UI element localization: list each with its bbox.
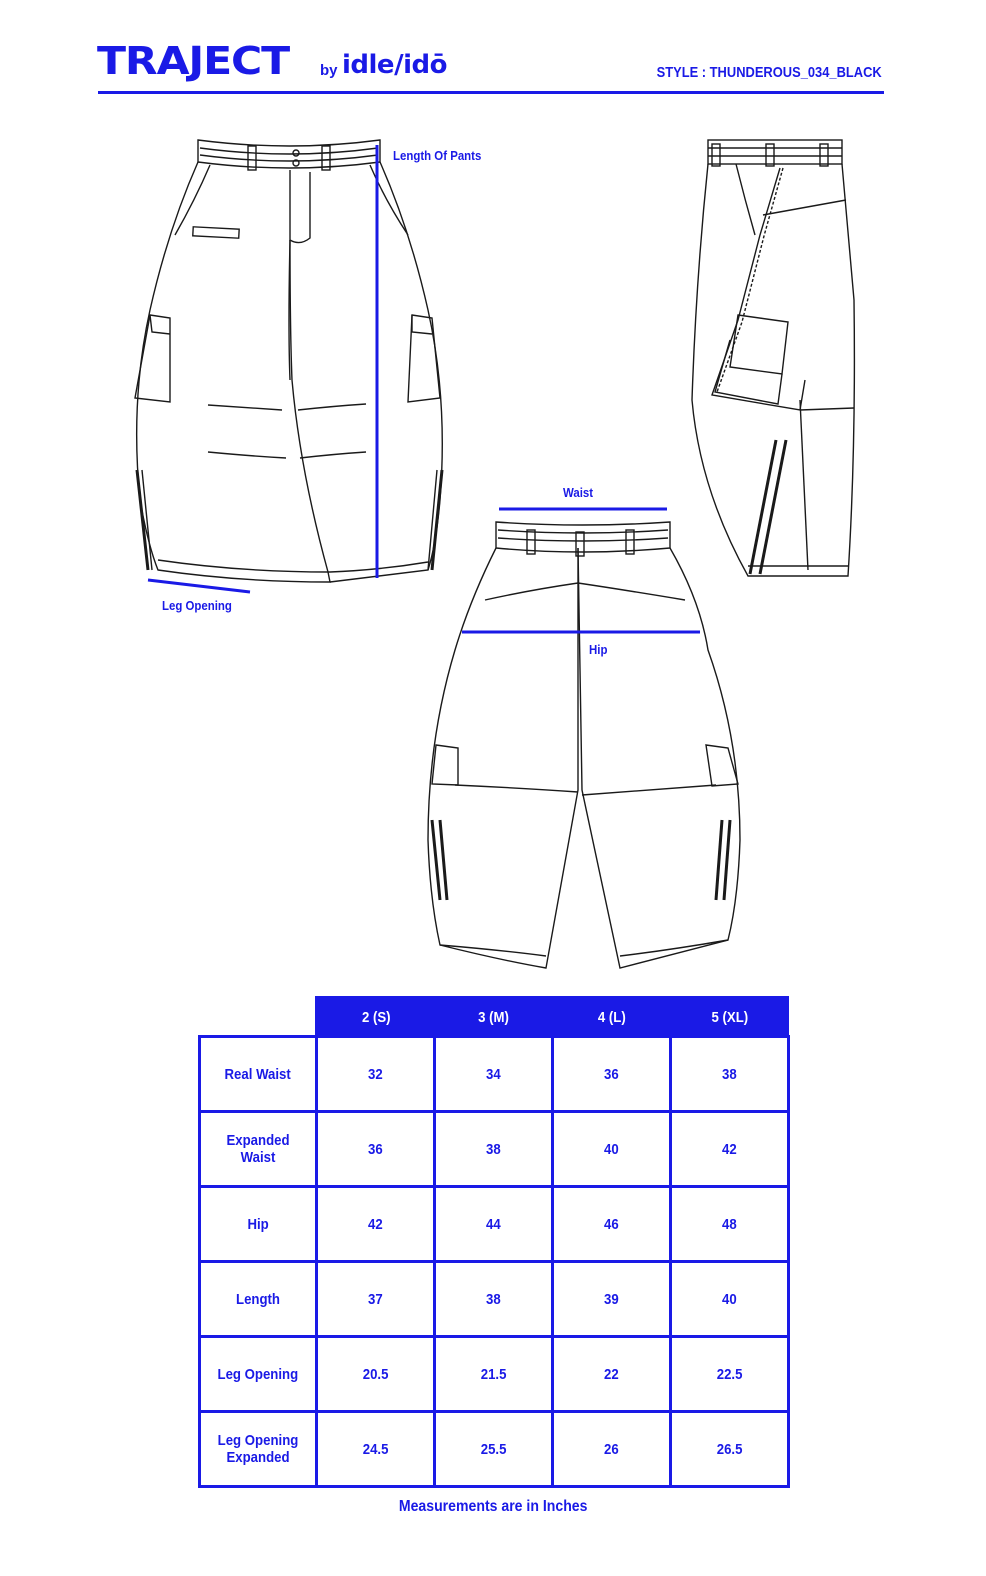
size-header-label: 4 (L) — [597, 1008, 626, 1026]
value-cell: 38 — [433, 1110, 554, 1188]
brand-by: by — [320, 62, 338, 79]
row-label: Real Waist — [224, 1065, 292, 1083]
measurement-note-text: Measurements are in Inches — [398, 1498, 588, 1515]
value-cell: 34 — [433, 1035, 554, 1113]
value-cell: 40 — [551, 1110, 672, 1188]
value-cell: 42 — [315, 1185, 436, 1263]
size-header-label: 5 (XL) — [711, 1008, 748, 1026]
value-cell: 22 — [551, 1335, 672, 1413]
style-label: STYLE : THUNDEROUS_034_BLACK — [656, 64, 882, 81]
value-cell: 46 — [551, 1185, 672, 1263]
value-text: 36 — [604, 1065, 619, 1083]
table-row: Length 37 38 39 40 — [198, 1260, 790, 1338]
value-text: 38 — [486, 1290, 501, 1308]
value-text: 20.5 — [362, 1365, 389, 1383]
value-text: 38 — [486, 1140, 501, 1158]
value-cell: 36 — [315, 1110, 436, 1188]
row-label-cell: Expanded Waist — [198, 1110, 318, 1188]
value-text: 34 — [486, 1065, 501, 1083]
value-cell: 20.5 — [315, 1335, 436, 1413]
value-text: 22.5 — [716, 1365, 743, 1383]
value-text: 42 — [722, 1140, 737, 1158]
brand-logo: TRAJECT — [97, 39, 290, 83]
value-text: 36 — [368, 1140, 383, 1158]
value-text: 40 — [604, 1140, 619, 1158]
value-text: 21.5 — [480, 1365, 507, 1383]
value-cell: 37 — [315, 1260, 436, 1338]
size-chart-table: 2 (S)I 3 (M)I 4 (L)I 5 (XL) Real Waist 3… — [198, 996, 790, 1488]
row-label-cell: Leg Opening Expanded — [198, 1410, 318, 1488]
value-cell: 36 — [551, 1035, 672, 1113]
size-header-label: 3 (M) — [478, 1008, 509, 1026]
row-label-cell: Real Waist — [198, 1035, 318, 1113]
value-text: 38 — [722, 1065, 737, 1083]
brand-sub: idle/idō — [342, 50, 447, 80]
table-row: Expanded Waist 36 38 40 42 — [198, 1110, 790, 1188]
back-view-drawing — [427, 521, 741, 969]
value-cell: 38 — [433, 1260, 554, 1338]
value-text: 26 — [604, 1440, 619, 1458]
value-cell: 26 — [551, 1410, 672, 1488]
measurement-note: Measurements are in Inches — [0, 1498, 986, 1516]
value-text: 22 — [604, 1365, 619, 1383]
value-text: 46 — [604, 1215, 619, 1233]
table-row: Leg Opening Expanded 24.5 25.5 26 26.5 — [198, 1410, 790, 1488]
table-row: Hip 42 44 46 48 — [198, 1185, 790, 1263]
label-waist: Waist — [563, 485, 594, 500]
value-text: 44 — [486, 1215, 501, 1233]
value-text: 48 — [722, 1215, 737, 1233]
row-label-cell: Length — [198, 1260, 318, 1338]
size-header-cell: 5 (XL) — [670, 996, 789, 1038]
value-text: 40 — [722, 1290, 737, 1308]
front-view-drawing — [134, 139, 444, 583]
value-cell: 38 — [669, 1035, 790, 1113]
header-corner — [199, 997, 318, 1038]
value-cell: 22.5 — [669, 1335, 790, 1413]
row-label: Expanded Waist — [226, 1132, 290, 1166]
row-label-cell: Hip — [198, 1185, 318, 1263]
value-cell: 48 — [669, 1185, 790, 1263]
pants-technical-drawing — [134, 139, 856, 969]
value-cell: 21.5 — [433, 1335, 554, 1413]
side-view-drawing — [691, 139, 856, 577]
value-text: 42 — [368, 1215, 383, 1233]
label-hip: Hip — [589, 642, 608, 657]
size-header-cell: 4 (L)I — [552, 996, 675, 1038]
size-header-row: 2 (S)I 3 (M)I 4 (L)I 5 (XL) — [199, 996, 789, 1038]
row-label: Hip — [247, 1215, 269, 1233]
value-text: 26.5 — [716, 1440, 743, 1458]
value-text: 32 — [368, 1065, 383, 1083]
value-cell: 25.5 — [433, 1410, 554, 1488]
value-text: 39 — [604, 1290, 619, 1308]
row-label: Leg Opening Expanded — [217, 1432, 299, 1466]
size-header-label: 2 (S) — [361, 1008, 391, 1026]
value-cell: 44 — [433, 1185, 554, 1263]
value-cell: 39 — [551, 1260, 672, 1338]
size-header-cell: 3 (M)I — [434, 996, 557, 1038]
value-cell: 40 — [669, 1260, 790, 1338]
value-cell: 42 — [669, 1110, 790, 1188]
size-header-cell: 2 (S)I — [316, 996, 439, 1038]
leg-opening-measure-line — [147, 578, 251, 594]
label-leg-opening: Leg Opening — [162, 598, 232, 613]
value-text: 25.5 — [480, 1440, 507, 1458]
value-cell: 32 — [315, 1035, 436, 1113]
row-label-cell: Leg Opening — [198, 1335, 318, 1413]
value-text: 24.5 — [362, 1440, 389, 1458]
value-text: 37 — [368, 1290, 383, 1308]
value-cell: 26.5 — [669, 1410, 790, 1488]
value-cell: 24.5 — [315, 1410, 436, 1488]
table-row: Leg Opening 20.5 21.5 22 22.5 — [198, 1335, 790, 1413]
row-label: Leg Opening — [217, 1365, 299, 1383]
label-length-of-pants: Length Of Pants — [393, 148, 482, 163]
row-label: Length — [236, 1290, 280, 1308]
table-row: Real Waist 32 34 36 38 — [198, 1035, 790, 1113]
header-rule — [98, 91, 884, 94]
